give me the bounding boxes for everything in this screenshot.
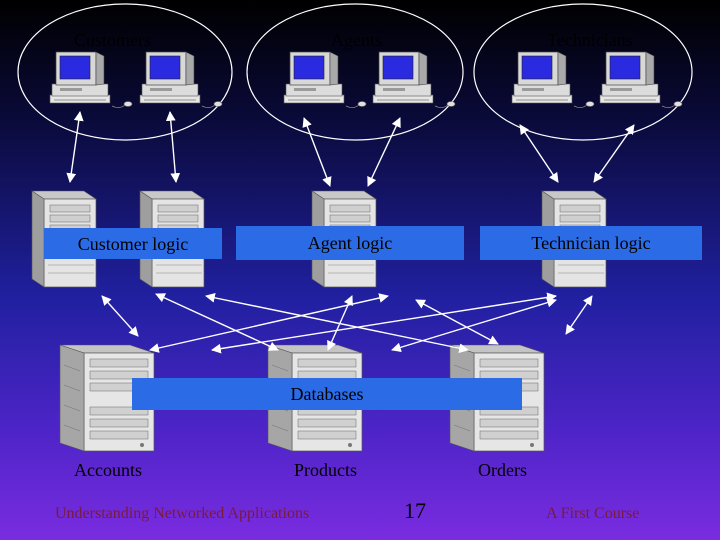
orders-label: Orders <box>478 460 527 480</box>
customer-logic-bar: Customer logic <box>44 228 222 259</box>
footer-course-subtitle: A First Course <box>546 505 640 522</box>
footer-course-title: Understanding Networked Applications <box>55 505 310 522</box>
logic-database-arrows <box>101 292 593 354</box>
desktop-computer-icon <box>372 51 456 109</box>
desktop-computer-icon <box>49 51 133 109</box>
accounts-label: Accounts <box>74 460 142 480</box>
technician-logic-bar: Technician logic <box>480 226 702 260</box>
customers-group-ellipse <box>17 3 233 141</box>
technicians-label: Technicians <box>547 30 633 50</box>
desktop-computer-icon <box>139 51 223 109</box>
agents-label: Agents <box>331 30 382 50</box>
desktop-computer-icon <box>599 51 683 109</box>
databases-bar: Databases <box>132 378 522 410</box>
client-logic-arrows <box>66 111 635 187</box>
agents-group-ellipse <box>246 3 464 141</box>
footer-page-number: 17 <box>404 498 426 523</box>
products-label: Products <box>294 460 357 480</box>
desktop-computer-icon <box>511 51 595 109</box>
customers-label: Customers <box>74 30 152 50</box>
desktop-computer-icon <box>283 51 367 109</box>
agent-logic-bar: Agent logic <box>236 226 464 260</box>
technicians-group-ellipse <box>473 3 693 141</box>
